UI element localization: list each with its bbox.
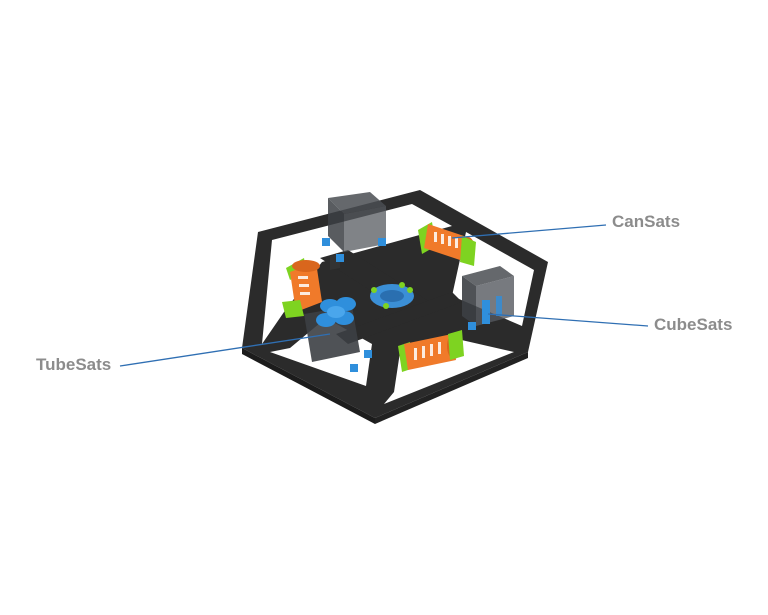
cansat-left-icon bbox=[282, 258, 322, 318]
cansats-leader-line bbox=[451, 224, 607, 239]
cansats-label: CanSats bbox=[612, 212, 681, 231]
tubesat-cluster-icon bbox=[304, 297, 372, 372]
cansat-top-right-icon bbox=[418, 222, 476, 266]
central-hub-icon bbox=[370, 282, 414, 309]
cubesat-right-icon bbox=[462, 266, 514, 330]
tubesats-leader-line bbox=[119, 333, 331, 367]
cubesat-top-icon bbox=[322, 192, 386, 262]
cansat-bottom-icon bbox=[398, 330, 464, 372]
tubesats-label: TubeSats bbox=[36, 355, 112, 374]
cubesats-label: CubeSats bbox=[654, 315, 733, 334]
cubesats-leader-line bbox=[487, 313, 649, 327]
